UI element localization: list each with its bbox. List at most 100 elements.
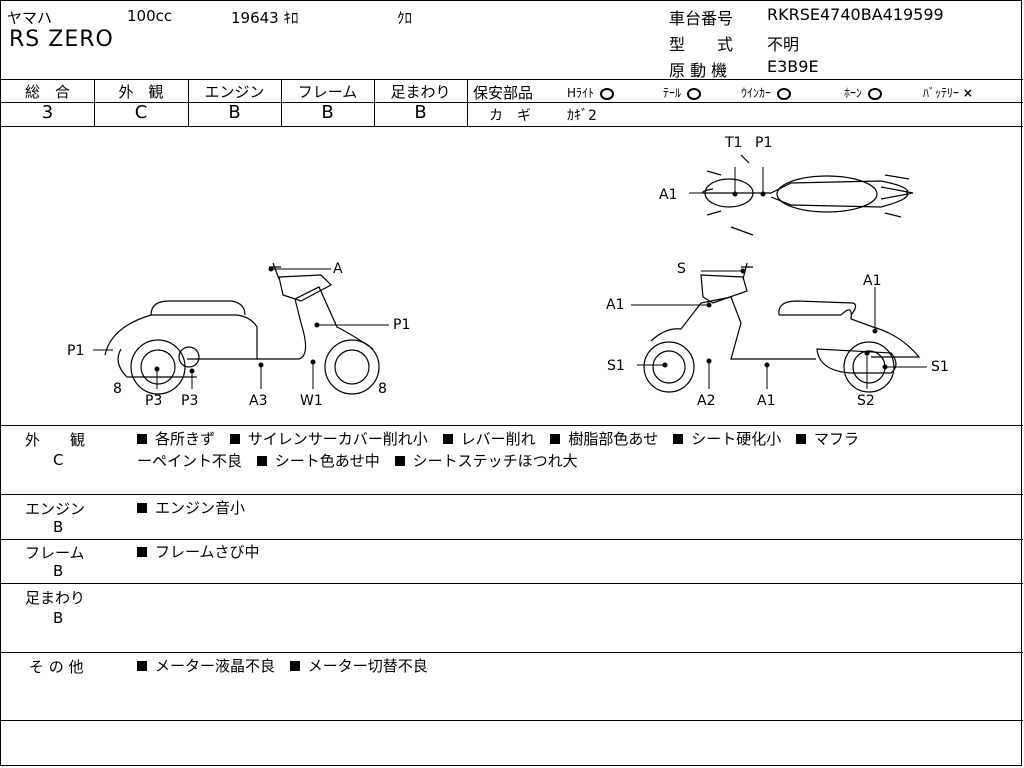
- divider: [1, 126, 1023, 127]
- svg-text:A1: A1: [757, 393, 775, 409]
- svg-text:A2: A2: [697, 393, 715, 409]
- grade-value-suspension: B: [414, 102, 427, 123]
- divider: [94, 79, 95, 126]
- svg-text:P1: P1: [393, 317, 410, 333]
- svg-text:A1: A1: [606, 297, 624, 313]
- svg-text:S1: S1: [607, 358, 625, 374]
- bullet-icon: [673, 434, 684, 444]
- section-label-other: そ の 他: [29, 658, 84, 676]
- divider: [1, 720, 1023, 721]
- divider: [374, 79, 375, 126]
- svg-text:A1: A1: [863, 273, 881, 289]
- frame-no: RKRSE4740BA419599: [767, 5, 944, 24]
- safety-item-tail: ﾃｰﾙ: [663, 84, 702, 101]
- type-label: 型 式: [669, 35, 734, 54]
- grade-label-exterior: 外 観: [118, 83, 164, 101]
- grade-value-total: 3: [41, 102, 54, 123]
- ok-mark-icon: [777, 87, 792, 100]
- bullet-icon: [229, 434, 240, 444]
- diagram-labels: A P1 P1 8 P3 P3 A3 W1 8 T1 P1 A1 S A1 A1…: [67, 135, 949, 409]
- bullet-icon: [795, 434, 806, 444]
- scooter-top-icon: [702, 154, 914, 236]
- section-grade-suspension: B: [53, 609, 64, 627]
- scooter-left-icon: [104, 262, 380, 395]
- safety-item-horn: ﾎｰﾝ: [844, 84, 883, 101]
- svg-text:A3: A3: [249, 393, 267, 409]
- damage-diagram: A P1 P1 8 P3 P3 A3 W1 8 T1 P1 A1 S A1 A1…: [67, 135, 949, 409]
- bullet-icon: [137, 547, 147, 557]
- notes-engine: エンジン音小: [137, 497, 245, 519]
- ok-mark-icon: [868, 87, 883, 100]
- svg-text:A: A: [333, 261, 343, 277]
- bullet-icon: [550, 434, 561, 444]
- grade-label-frame: フレーム: [297, 83, 358, 101]
- svg-text:W1: W1: [300, 393, 323, 409]
- section-label-frame: フレーム: [25, 544, 85, 562]
- svg-text:8: 8: [113, 381, 122, 397]
- section-grade-engine: B: [53, 518, 64, 536]
- divider: [281, 79, 282, 126]
- key-label: カ ギ: [489, 108, 531, 124]
- mileage: 19643 ｷﾛ: [231, 9, 299, 27]
- safety-item-winker: ｳｲﾝｶｰ: [741, 84, 792, 101]
- svg-text:A1: A1: [659, 187, 677, 203]
- bullet-icon: [394, 456, 405, 466]
- svg-text:T1: T1: [724, 135, 742, 151]
- divider: [1, 425, 1023, 426]
- color: ｸﾛ: [397, 9, 413, 27]
- divider: [1, 583, 1023, 584]
- displacement: 100cc: [127, 7, 173, 25]
- key-value: ｶｷﾞ2: [567, 108, 597, 124]
- grade-label-total: 総 合: [24, 83, 70, 101]
- svg-text:P3: P3: [145, 393, 162, 409]
- maker: ヤマハ: [7, 9, 53, 27]
- divider: [467, 79, 468, 126]
- notes-frame: フレームさび中: [137, 541, 260, 563]
- svg-text:8: 8: [378, 381, 387, 397]
- type-value: 不明: [767, 35, 800, 54]
- section-label-exterior: 外 観: [25, 431, 86, 449]
- svg-text:P1: P1: [67, 343, 84, 359]
- bullet-icon: [137, 503, 147, 513]
- svg-text:S: S: [677, 261, 686, 277]
- safety-item-battery: ﾊﾞｯﾃﾘｰ ×: [923, 86, 973, 100]
- divider: [188, 79, 189, 126]
- model-name: RS ZERO: [9, 27, 114, 52]
- divider: [1, 652, 1023, 653]
- svg-text:S2: S2: [857, 393, 875, 409]
- safety-item-headlight: Hﾗｲﾄ: [567, 84, 615, 101]
- divider: [1, 494, 1023, 495]
- ng-mark-icon: ×: [962, 86, 973, 100]
- svg-text:P1: P1: [755, 135, 772, 151]
- engine-value: E3B9E: [767, 57, 819, 76]
- section-label-suspension: 足まわり: [25, 589, 86, 607]
- bullet-icon: [289, 661, 300, 671]
- bullet-icon: [442, 434, 453, 444]
- bullet-icon: [256, 456, 267, 466]
- section-grade-frame: B: [53, 562, 64, 580]
- notes-exterior-line2: ーペイント不良 シート色あせ中 シートステッチほつれ大: [137, 452, 578, 470]
- svg-text:P3: P3: [181, 393, 198, 409]
- ok-mark-icon: [687, 87, 702, 100]
- grade-value-exterior: C: [134, 102, 148, 123]
- divider: [1, 539, 1023, 540]
- notes-other: メーター液晶不良 メーター切替不良: [137, 655, 428, 677]
- ok-mark-icon: [600, 87, 615, 100]
- divider: [1, 102, 467, 103]
- bullet-icon: [137, 434, 147, 444]
- grade-label-engine: エンジン: [204, 83, 265, 101]
- svg-text:S1: S1: [931, 359, 949, 375]
- bullet-icon: [137, 661, 147, 671]
- grade-value-engine: B: [228, 102, 241, 123]
- engine-label: 原 動 機: [669, 61, 728, 80]
- grade-value-frame: B: [321, 102, 334, 123]
- safety-label: 保安部品: [473, 84, 534, 102]
- frame-no-label: 車台番号: [669, 9, 734, 28]
- divider: [1, 79, 1023, 80]
- divider: [467, 102, 1023, 103]
- section-grade-exterior: C: [53, 451, 64, 469]
- grade-label-suspension: 足まわり: [390, 83, 451, 101]
- section-label-engine: エンジン: [25, 500, 86, 518]
- notes-exterior-line1: 各所きず サイレンサーカバー削れ小 レバー削れ 樹脂部色あせ シート硬化小 マフ…: [137, 428, 859, 450]
